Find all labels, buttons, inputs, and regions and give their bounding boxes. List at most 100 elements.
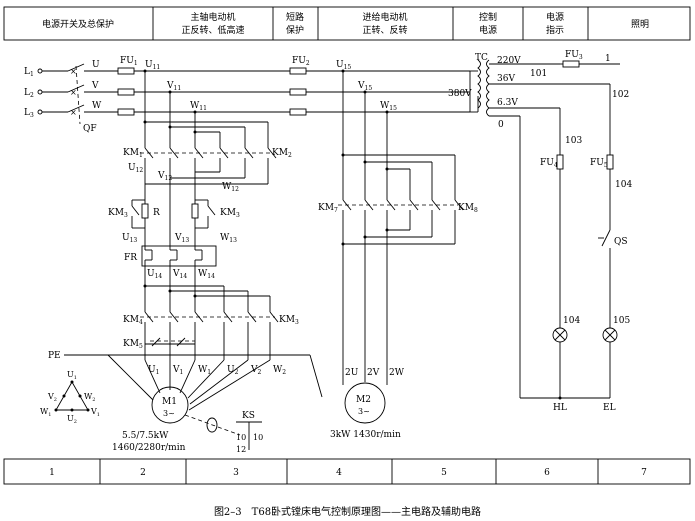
label-KM4: KM4 — [123, 315, 143, 326]
label-QS: QS — [614, 237, 628, 247]
header-cell-4-line1: 进给电动机 — [362, 11, 407, 23]
node-104-right: 104 — [615, 180, 632, 190]
label-KM2: KM2 — [272, 148, 292, 159]
node-102: 102 — [612, 90, 629, 100]
label-W2: W2 — [273, 365, 286, 376]
label-wd-W1: W1 — [40, 407, 51, 418]
winding-diagram: U1 V2 W2 W1 V1 U2 — [40, 370, 100, 425]
label-wd-W2: W2 — [84, 392, 95, 403]
label-2W: 2W — [389, 368, 405, 378]
label-W14: W14 — [198, 269, 215, 280]
label-M1: M1 — [162, 397, 177, 407]
lamp-EL: EL — [602, 327, 618, 413]
svg-text:×: × — [70, 108, 77, 117]
label-U15: U15 — [336, 60, 351, 71]
lamp-HL: HL — [552, 327, 568, 413]
label-U13: U13 — [122, 233, 137, 244]
label-L1: L1 — [24, 67, 34, 78]
power-input: L1 L2 L3 × × × QF U V W — [24, 60, 118, 134]
label-FR: FR — [124, 253, 137, 263]
header-cell-6-line1: 电源 — [546, 11, 564, 23]
node-104: 104 — [563, 316, 580, 326]
label-KS-12: 12 — [236, 445, 246, 454]
label-KM1: KM1 — [123, 148, 143, 159]
fuse-FU2: FU2 U15 V15 W15 — [289, 56, 397, 116]
switch-QS: QS — [598, 229, 628, 247]
label-W13: W13 — [220, 233, 237, 244]
label-HL: HL — [553, 403, 567, 413]
label-220V: 220V — [497, 56, 521, 66]
header-cell-1: 电源开关及总保护 — [42, 18, 114, 30]
zone-6: 6 — [544, 468, 550, 478]
label-U14: U14 — [147, 269, 162, 280]
label-U12: U12 — [128, 163, 143, 174]
label-M2-phase: 3~ — [358, 407, 370, 416]
header-cell-3-line2: 保护 — [286, 24, 304, 36]
label-W: W — [92, 101, 102, 111]
feed-branch: KM7 KM8 2U 2V 2W — [318, 71, 478, 385]
node-105: 105 — [613, 316, 630, 326]
label-QF: QF — [83, 124, 97, 134]
label-wd-V1: V1 — [90, 407, 100, 418]
header-cell-3-line1: 短路 — [286, 11, 304, 23]
label-L2: L2 — [24, 88, 34, 99]
label-FU3: FU3 — [565, 50, 583, 61]
figure-caption: 图2–3 T68卧式镗床电气控制原理图——主电路及辅助电路 — [213, 507, 482, 518]
label-KM3-high: KM3 — [279, 315, 299, 326]
zone-4: 4 — [336, 468, 342, 478]
motor-M1: M1 3~ 5.5/7.5kW 1460/2280r/min — [112, 386, 241, 453]
label-M2: M2 — [356, 395, 371, 405]
header-table: 电源开关及总保护 主轴电动机 正反转、低高速 短路 保护 进给电动机 正转、反转… — [3, 6, 691, 41]
label-V12: V12 — [157, 171, 172, 182]
fuse-FU5: FU5 104 — [590, 154, 632, 190]
label-M1-speed: 1460/2280r/min — [112, 443, 186, 453]
label-KM5: KM5 — [123, 339, 143, 350]
label-380V: 380V — [448, 89, 472, 99]
label-M1-power: 5.5/7.5kW — [122, 431, 169, 441]
label-FU5: FU5 — [590, 158, 608, 169]
zone-7: 7 — [641, 468, 647, 478]
label-U: U — [92, 60, 100, 70]
header-cell-4-line2: 正转、反转 — [362, 24, 407, 36]
PE-line: PE — [48, 351, 323, 401]
fuse-FU4: FU4 103 — [540, 136, 582, 170]
transformer-TC: TC 380V 220V 36V 6.3V 0 — [448, 53, 610, 398]
label-wd-U2: U2 — [67, 414, 77, 425]
label-V1: V1 — [172, 365, 183, 376]
motor-M2: M2 3~ 3kW 1430r/min — [330, 382, 401, 440]
zone-2: 2 — [140, 468, 146, 478]
label-W12: W12 — [222, 182, 239, 193]
header-cell-6-line2: 指示 — [546, 24, 564, 36]
label-V: V — [91, 81, 99, 91]
label-wd-V2: V2 — [47, 392, 57, 403]
label-EL: EL — [603, 403, 616, 413]
node-103: 103 — [565, 136, 582, 146]
label-KM3-left: KM3 — [108, 208, 128, 219]
footer-zones: 1 2 3 4 5 6 7 — [3, 458, 691, 485]
label-M1-phase: 3~ — [163, 409, 175, 418]
label-36V: 36V — [497, 74, 515, 84]
label-PE: PE — [48, 351, 61, 361]
header-cell-7: 照明 — [631, 19, 649, 30]
label-W1: W1 — [198, 365, 211, 376]
svg-text:×: × — [70, 88, 77, 97]
label-KS-10a: 10 — [236, 433, 246, 442]
label-R: R — [153, 208, 160, 218]
svg-text:×: × — [70, 67, 77, 76]
fuse-FU1: FU1 U11 V11 W11 — [117, 56, 207, 116]
label-V11: V11 — [166, 81, 181, 92]
label-KS: KS — [242, 411, 255, 421]
label-2V: 2V — [367, 368, 380, 378]
header-cell-2-line2: 正反转、低高速 — [181, 24, 244, 36]
label-KM7: KM7 — [318, 203, 338, 214]
speed-relay-KS: KS 10 10 12 — [236, 411, 263, 454]
label-M2-spec: 3kW 1430r/min — [330, 430, 401, 440]
zone-1: 1 — [49, 468, 55, 478]
header-cell-5-line2: 电源 — [479, 24, 497, 36]
label-KM8: KM8 — [458, 203, 478, 214]
spindle-branch: KM1 KM2 U12 V12 W12 R KM3 KM3 U13 — [108, 69, 299, 411]
label-U1: U1 — [148, 365, 159, 376]
label-U2: U2 — [227, 365, 239, 376]
header-cell-5-line1: 控制 — [479, 11, 497, 23]
